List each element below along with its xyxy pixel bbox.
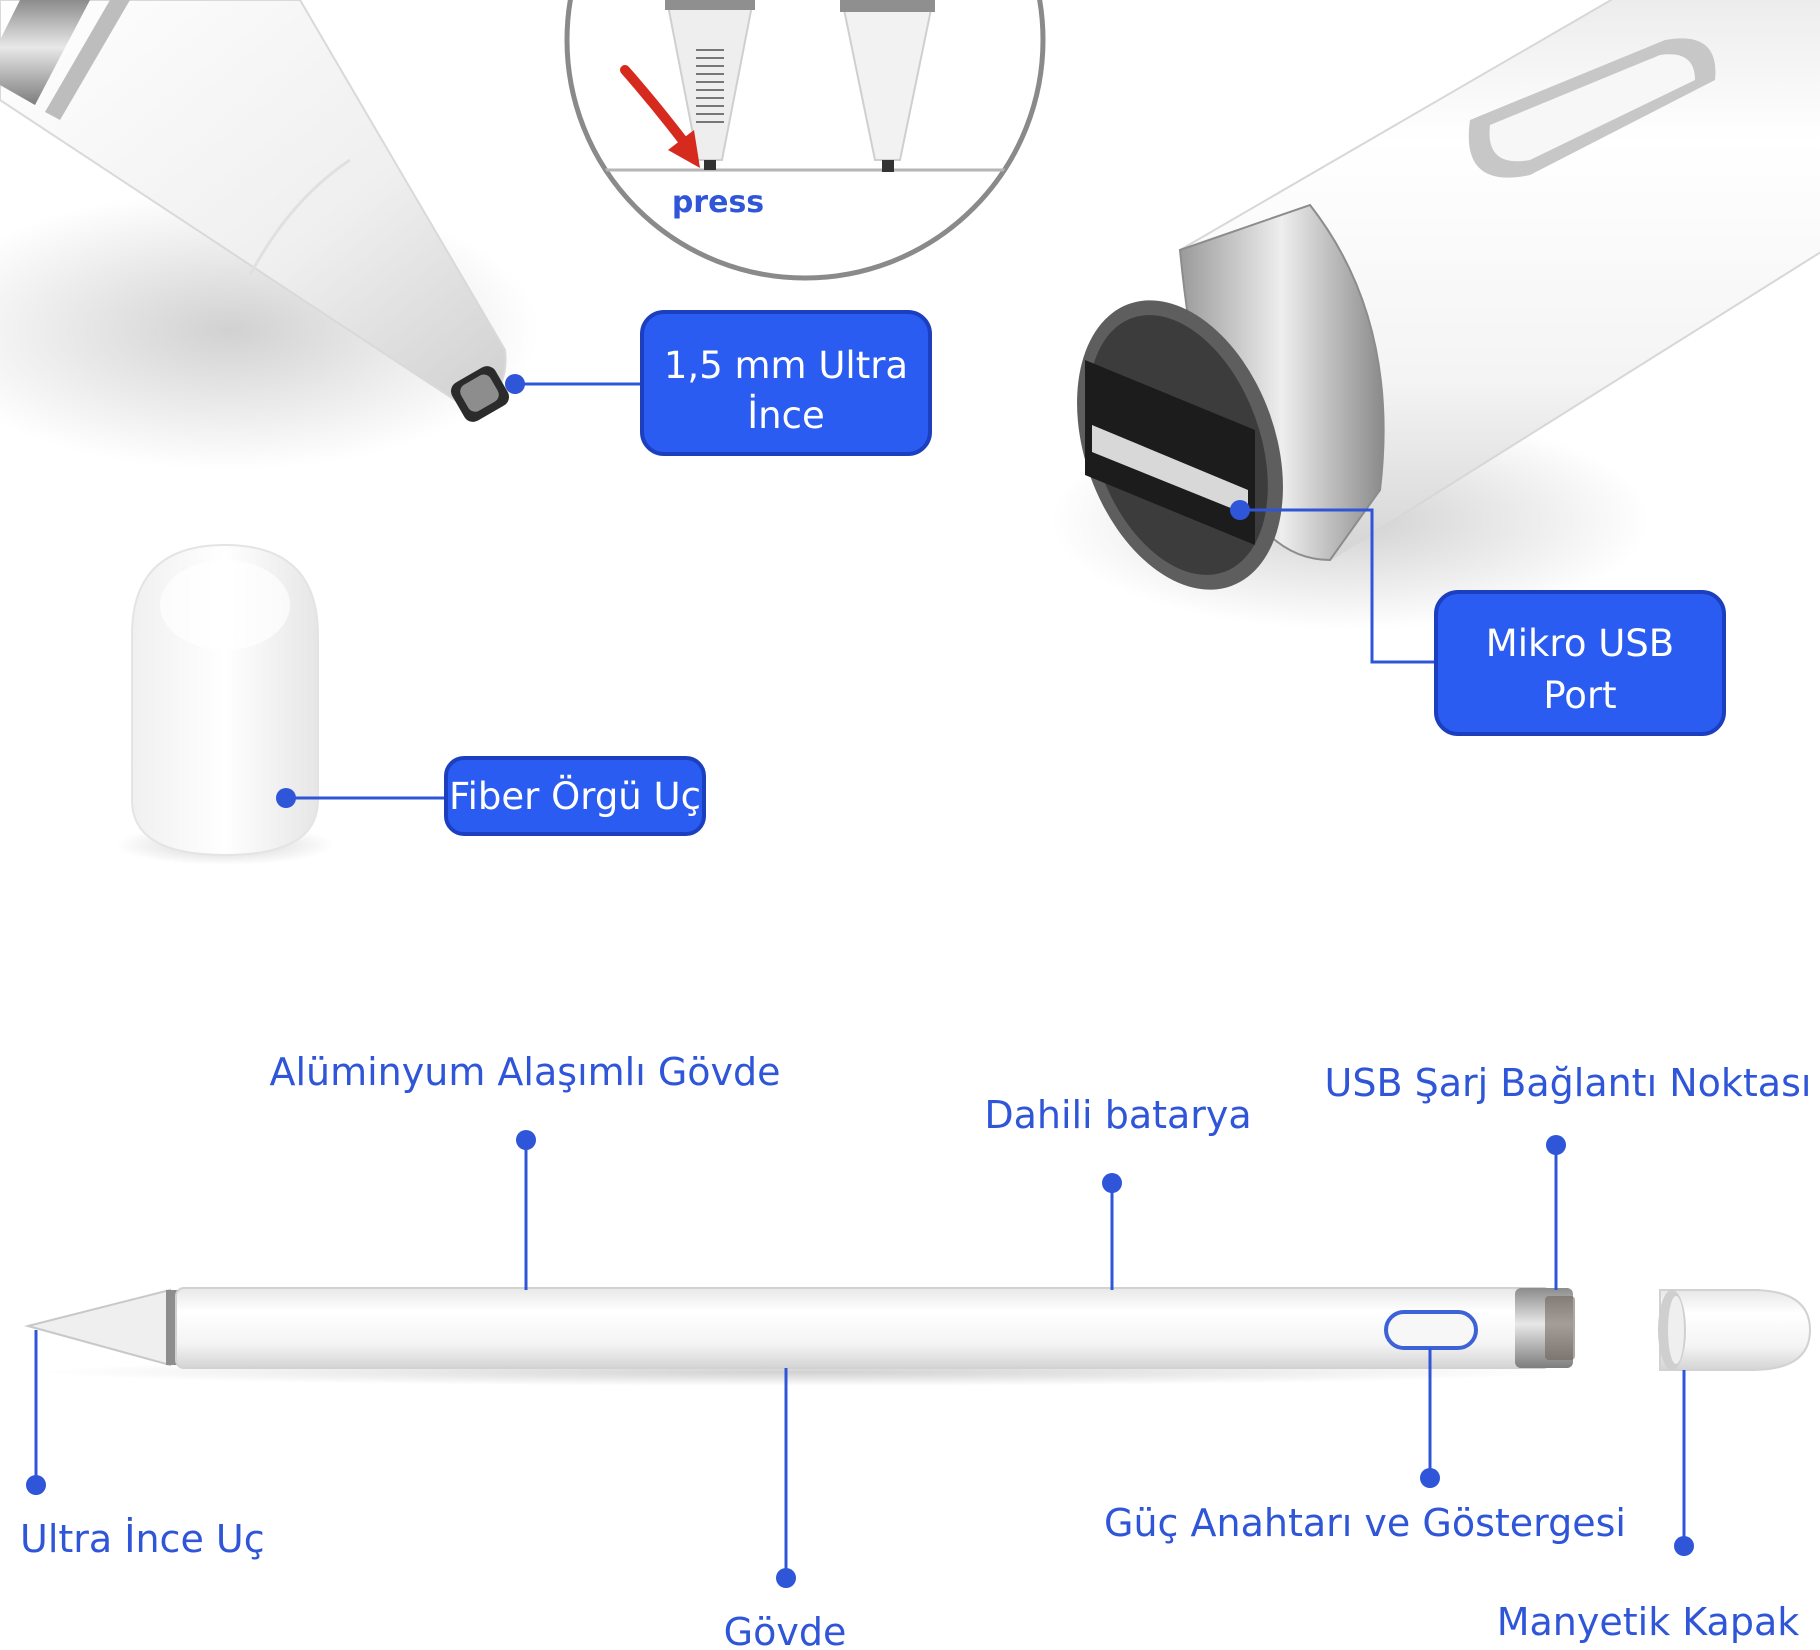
label-battery: Dahili batarya [984, 1093, 1252, 1290]
aluminum-body-label: Alüminyum Alaşımlı Gövde [269, 1050, 780, 1094]
callout-tip-line1: 1,5 mm Ultra [664, 344, 908, 387]
label-power-switch: Güç Anahtarı ve Göstergesi [1104, 1348, 1626, 1545]
battery-label: Dahili batarya [984, 1093, 1251, 1137]
power-switch-label: Güç Anahtarı ve Göstergesi [1104, 1501, 1626, 1545]
fiber-tip-cap [115, 543, 335, 865]
usb-end-closeup [1050, 0, 1820, 630]
label-ultra-tip: Ultra İnce Uç [20, 1330, 265, 1561]
power-button [1468, 38, 1716, 178]
label-body: Gövde [724, 1368, 847, 1650]
callout-usb-line1: Mikro USB [1486, 622, 1674, 665]
fine-tip-nub [451, 366, 509, 422]
full-stylus [24, 1287, 1812, 1386]
pen-tip-closeup [0, 0, 540, 470]
magnetic-cap-label: Manyetik Kapak [1497, 1600, 1800, 1644]
press-arrow-icon [620, 65, 700, 168]
body-label: Gövde [724, 1610, 847, 1650]
magnetic-cap [1658, 1289, 1812, 1371]
usb-charge-label: USB Şarj Bağlantı Noktası [1325, 1061, 1812, 1105]
micro-usb-port [1085, 360, 1255, 545]
power-switch-indicator [1384, 1310, 1478, 1350]
label-magnetic-cap: Manyetik Kapak [1497, 1370, 1800, 1644]
label-usb-charge: USB Şarj Bağlantı Noktası [1325, 1061, 1812, 1290]
callout-fiber-tip: Fiber Örgü Uç [276, 756, 706, 836]
press-label: press [672, 185, 764, 220]
spring-tip-inset: press [564, 0, 1046, 281]
callout-tip-line2: İnce [747, 394, 824, 437]
callout-micro-usb: Mikro USB Port [1230, 500, 1726, 736]
ultra-tip-label: Ultra İnce Uç [20, 1517, 265, 1561]
label-aluminum-body: Alüminyum Alaşımlı Gövde [269, 1050, 781, 1290]
callout-ultra-thin-tip: 1,5 mm Ultra İnce [505, 310, 932, 456]
spring-icon [696, 49, 724, 123]
callout-fiber: Fiber Örgü Uç [449, 775, 701, 818]
callout-usb-line2: Port [1543, 674, 1616, 717]
